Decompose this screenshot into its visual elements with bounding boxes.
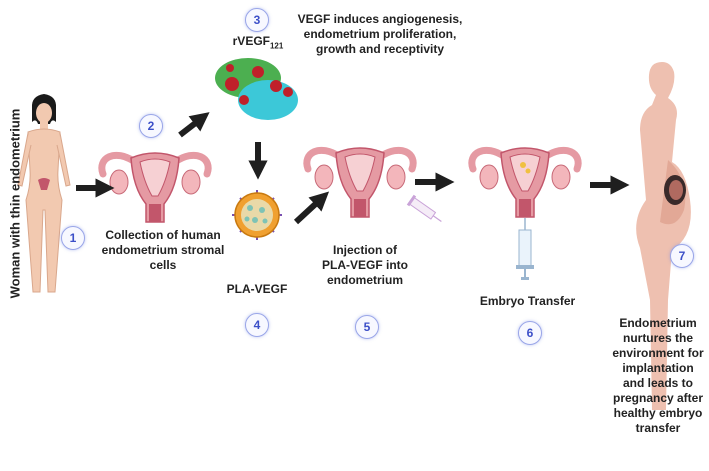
step-number-5: 5 <box>355 315 379 339</box>
step-number-4: 4 <box>245 313 269 337</box>
woman-figure-icon <box>17 94 71 293</box>
syringe-icon <box>516 218 534 280</box>
step-number-3: 3 <box>245 8 269 32</box>
step-7-label: Endometrium nurtures the environment for… <box>612 316 704 435</box>
uterus-icon <box>102 153 208 222</box>
step-number-2: 2 <box>139 114 163 138</box>
step-number-7: 7 <box>670 244 694 268</box>
protein-structure-icon <box>215 58 298 120</box>
arrow-4-to-5 <box>293 191 330 225</box>
flow-arrows <box>76 112 630 225</box>
step-2-label: Collection of human endometrium stromal … <box>101 228 225 272</box>
uterus-icon <box>307 148 413 217</box>
nanoparticle-icon <box>232 190 282 240</box>
step-6-label: Embryo Transfer <box>479 294 576 308</box>
step-3-description: VEGF induces angiogenesis, endometrium p… <box>297 12 463 56</box>
step-3-label: rVEGF121 <box>232 34 284 51</box>
side-label: Woman with thin endometrium <box>7 108 23 299</box>
uterus-icon <box>472 148 578 217</box>
step-number-6: 6 <box>518 321 542 345</box>
arrow-2-to-3 <box>178 112 210 138</box>
step-number-1: 1 <box>61 226 85 250</box>
syringe-icon <box>406 194 442 222</box>
pregnant-woman-icon <box>636 62 691 410</box>
step-4-label: PLA-VEGF <box>226 282 288 296</box>
step-5-label: Injection of PLA-VEGF into endometrium <box>322 243 408 287</box>
